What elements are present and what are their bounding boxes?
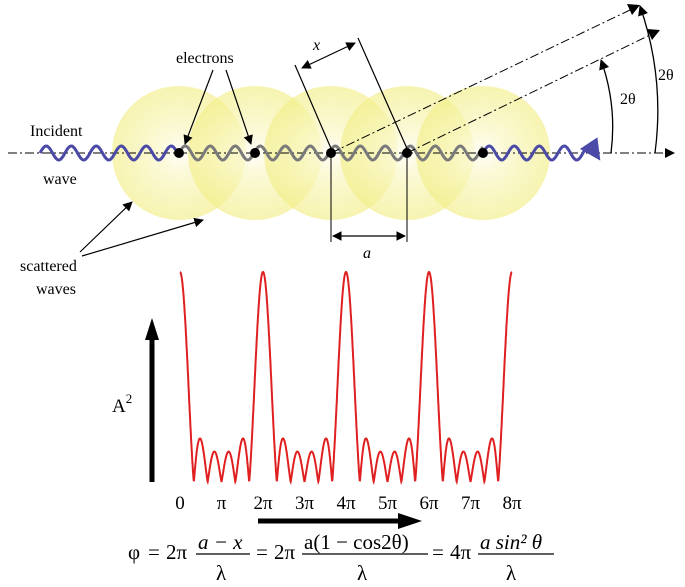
- eq-num-1: a − x: [198, 530, 243, 554]
- eq-den-3: λ: [506, 561, 517, 585]
- y-axis-label: A2: [112, 391, 132, 417]
- intensity-curve: [179, 270, 513, 486]
- eq-den-2: λ: [357, 561, 368, 585]
- y-axis-label-sup: 2: [126, 391, 133, 406]
- x-tick-label: π: [217, 493, 227, 514]
- eq-equals-1: =: [148, 540, 160, 564]
- scattered-beam-arrow: [647, 29, 660, 40]
- electrons-pointer: [183, 69, 214, 145]
- x-tick-labels: 0 π 2π 3π 4π 5π 6π 7π 8π: [175, 493, 522, 514]
- incident-wave: [38, 144, 181, 162]
- scattered-beam-line: [330, 9, 631, 154]
- electron: [250, 148, 260, 158]
- scattered-label-line2: waves: [36, 281, 76, 298]
- eq-coef-3: 4π: [450, 540, 472, 564]
- scattered-label-line1: scattered: [20, 258, 77, 275]
- electron: [478, 148, 488, 158]
- eq-lhs: φ: [128, 540, 140, 564]
- electron: [174, 148, 184, 158]
- electrons-label: electrons: [176, 50, 234, 67]
- y-axis-arrowhead: [145, 318, 159, 340]
- x-tick-label: 2π: [253, 493, 273, 514]
- intensity-plot: A2 0 π 2π 3π 4π 5π 6π 7π 8π: [112, 270, 522, 529]
- incident-label-line2: wave: [43, 171, 77, 188]
- y-axis-label-main: A: [112, 396, 126, 417]
- wavefront-line: [357, 37, 410, 154]
- outgoing-wave: [481, 137, 601, 162]
- incident-label-line1: Incident: [30, 123, 83, 140]
- a-label: a: [363, 245, 371, 262]
- scattered-beam-arrow: [627, 4, 640, 15]
- beam-axis-arrow: [665, 148, 675, 158]
- two-theta-inner-label: 2θ: [620, 91, 636, 108]
- x-dimension-arrow: [301, 42, 356, 69]
- eq-den-1: λ: [216, 561, 227, 585]
- phase-equation: φ = 2π a − x λ = 2π a(1 − cos2θ) λ = 4π …: [128, 530, 554, 585]
- eq-num-2: a(1 − cos2θ): [304, 530, 409, 554]
- eq-num-3: a sin² θ: [480, 530, 542, 554]
- two-theta-outer-label: 2θ: [658, 67, 674, 84]
- x-tick-label: 4π: [336, 493, 356, 514]
- x-tick-label: 7π: [461, 493, 481, 514]
- scattered-pointer: [81, 217, 204, 257]
- x-tick-label: 8π: [502, 493, 522, 514]
- angle-arc-outer: [638, 5, 659, 154]
- scattered-pointer: [79, 201, 133, 253]
- eq-coef-1: 2π: [166, 540, 188, 564]
- angle-arc-inner: [599, 59, 614, 154]
- phase-axis-arrowhead: [398, 513, 422, 529]
- eq-coef-2: 2π: [274, 540, 296, 564]
- x-tick-label: 6π: [419, 493, 439, 514]
- eq-equals-2: =: [256, 540, 268, 564]
- x-tick-label: 3π: [295, 493, 315, 514]
- eq-equals-3: =: [432, 540, 444, 564]
- scattered-beam-line: [406, 34, 651, 154]
- x-label: x: [312, 37, 320, 54]
- electrons-pointer: [225, 69, 253, 145]
- wavefront-line: [294, 64, 334, 154]
- x-tick-label: 0: [175, 493, 185, 514]
- x-tick-label: 5π: [378, 493, 398, 514]
